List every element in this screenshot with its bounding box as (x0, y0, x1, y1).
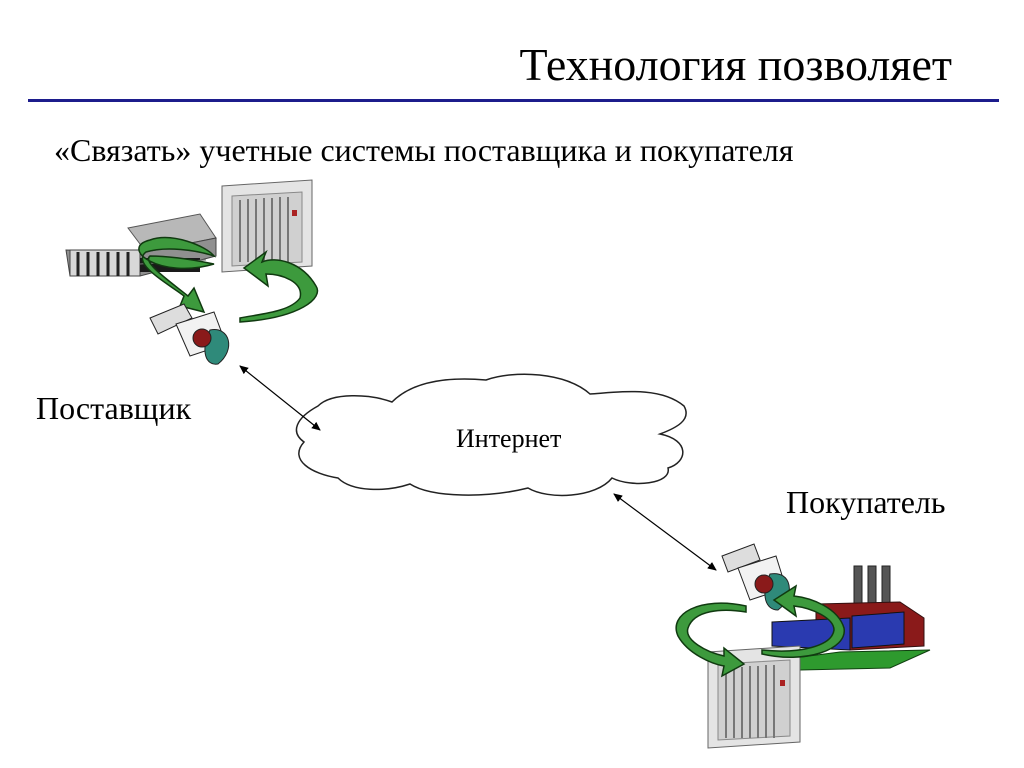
title-divider (28, 99, 999, 102)
double-arrow-icon (613, 493, 717, 571)
server-rack-icon (221, 179, 313, 273)
cloud-icon (295, 373, 687, 497)
operator-at-computer-icon (721, 543, 790, 611)
internet-label: Интернет (456, 424, 562, 453)
subtitle: «Связать» учетные системы поставщика и п… (54, 132, 794, 168)
cycle-arrow-icon (138, 236, 319, 323)
cycle-arrow-icon (675, 584, 845, 678)
supplier-label: Поставщик (36, 390, 192, 426)
buyer-label: Покупатель (786, 484, 946, 520)
double-arrow-icon (239, 365, 321, 431)
page-title: Технология позволяет (519, 39, 953, 90)
operator-at-computer-icon (149, 303, 230, 365)
